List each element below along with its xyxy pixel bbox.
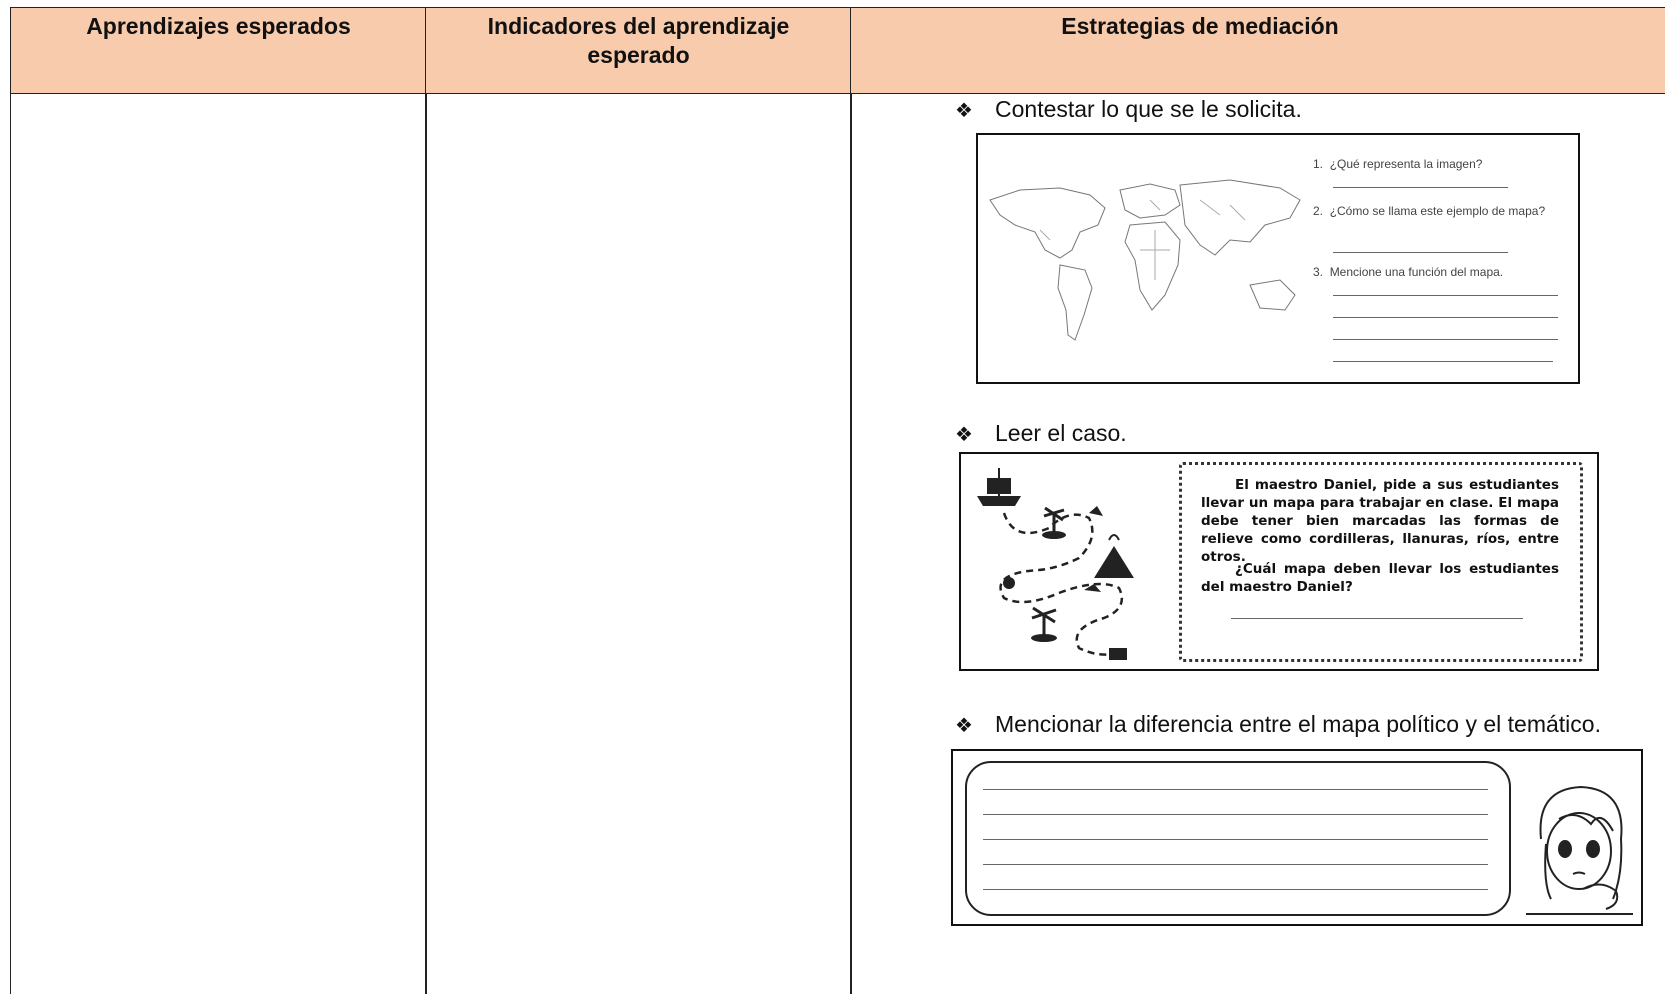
answer-line	[1333, 187, 1508, 188]
header-aprendizajes: Aprendizajes esperados	[10, 7, 427, 94]
header-indicadores: Indicadores del aprendizaje esperado	[425, 7, 852, 94]
diamond-bullet-icon: ❖	[955, 424, 973, 446]
answer-line	[983, 864, 1488, 865]
writing-box	[965, 761, 1511, 916]
cell-indicadores	[425, 94, 852, 994]
answer-line	[983, 789, 1488, 790]
case-paragraph-1: El maestro Daniel, pide a sus estudiante…	[1201, 477, 1559, 565]
answer-line	[1333, 295, 1558, 296]
answer-line	[1333, 317, 1558, 318]
answer-line	[1333, 361, 1553, 362]
case-activity: El maestro Daniel, pide a sus estudiante…	[959, 452, 1599, 671]
treasure-map-icon	[977, 468, 1134, 660]
answer-line	[1333, 252, 1508, 253]
header-estrategias: Estrategias de mediación	[850, 7, 1665, 94]
diamond-bullet-icon: ❖	[955, 100, 973, 122]
strategy-2-bullet: ❖Leer el caso.	[955, 420, 1127, 446]
answer-line	[1231, 618, 1523, 619]
strategy-3-bullet: ❖Mencionar la diferencia entre el mapa p…	[955, 711, 1601, 737]
cell-aprendizajes	[10, 94, 427, 994]
world-map-activity: 1. ¿Qué representa la imagen? 2. ¿Cómo s…	[976, 133, 1580, 384]
case-text-frame	[1179, 462, 1583, 662]
question-1: 1. ¿Qué representa la imagen?	[1313, 157, 1483, 171]
cell-estrategias	[850, 94, 1665, 994]
strategy-1-bullet: ❖Contestar lo que se le solicita.	[955, 96, 1302, 122]
thinking-girl-icon	[1526, 785, 1633, 915]
diamond-bullet-icon: ❖	[955, 715, 973, 737]
question-2: 2. ¿Cómo se llama este ejemplo de mapa?	[1313, 204, 1546, 218]
mediation-table: Aprendizajes esperados Indicadores del a…	[10, 7, 1665, 994]
answer-line	[983, 839, 1488, 840]
answer-line	[1333, 339, 1558, 340]
world-map-icon	[989, 179, 1301, 341]
question-3: 3. Mencione una función del mapa.	[1313, 265, 1504, 279]
difference-activity	[951, 749, 1643, 926]
case-question: ¿Cuál mapa deben llevar los estudiantes …	[1201, 561, 1559, 595]
answer-line	[983, 889, 1488, 890]
answer-line	[983, 814, 1488, 815]
